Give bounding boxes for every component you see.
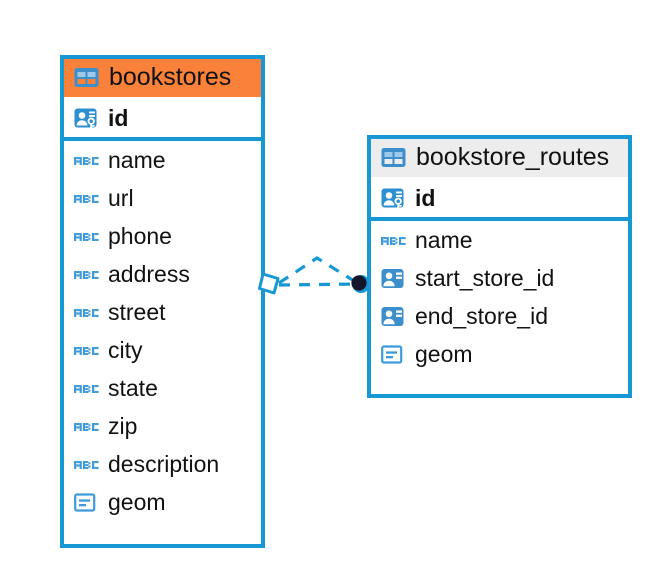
field-row-description[interactable]: description: [64, 445, 261, 483]
field-name: zip: [108, 412, 138, 439]
entity-bookstore-routes[interactable]: bookstore_routes id: [367, 135, 632, 398]
abc-text-icon: [74, 384, 99, 393]
field-row-state[interactable]: state: [64, 369, 261, 407]
abc-text-icon: [74, 232, 99, 241]
abc-text-icon: [74, 460, 99, 469]
primary-key-icon: [74, 108, 97, 129]
field-list-bookstores: id name: [64, 97, 261, 525]
field-row-id[interactable]: id: [64, 99, 261, 137]
field-name: state: [108, 374, 158, 401]
field-name: name: [415, 226, 473, 253]
field-row-name[interactable]: name: [64, 141, 261, 179]
diamond-marker: [258, 272, 280, 295]
foreign-key-icon: [381, 306, 404, 326]
primary-key-divider: [64, 137, 261, 141]
filled-circle-marker: [351, 275, 367, 291]
field-row-end-store-id[interactable]: end_store_id: [371, 297, 628, 335]
field-row-phone[interactable]: phone: [64, 217, 261, 255]
field-row-start-store-id[interactable]: start_store_id: [371, 259, 628, 297]
field-name: address: [108, 260, 190, 287]
field-name: city: [108, 336, 143, 363]
primary-key-icon: [381, 188, 404, 209]
abc-text-icon: [74, 194, 99, 203]
abc-text-icon: [74, 270, 99, 279]
field-row-geom[interactable]: geom: [64, 483, 261, 521]
geometry-icon: [74, 492, 96, 512]
entity-bookstores[interactable]: bookstores id: [60, 55, 265, 548]
field-list-bookstore-routes: id name: [371, 177, 628, 377]
abc-text-icon: [74, 422, 99, 431]
field-name: end_store_id: [415, 302, 548, 329]
field-row-address[interactable]: address: [64, 255, 261, 293]
relationship-line-upper: [278, 256, 360, 286]
field-row-url[interactable]: url: [64, 179, 261, 217]
field-name: phone: [108, 222, 172, 249]
field-name: name: [108, 146, 166, 173]
entity-header-bookstore-routes[interactable]: bookstore_routes: [371, 139, 628, 177]
field-row-street[interactable]: street: [64, 293, 261, 331]
entity-header-bookstores[interactable]: bookstores: [64, 59, 261, 97]
entity-title: bookstores: [109, 63, 232, 91]
foreign-key-icon: [381, 268, 404, 288]
field-name: street: [108, 298, 166, 325]
field-name: url: [108, 184, 134, 211]
abc-text-icon: [381, 236, 406, 245]
field-name: description: [108, 450, 220, 477]
field-name: start_store_id: [415, 264, 555, 291]
field-name: id: [415, 184, 436, 211]
field-row-name[interactable]: name: [371, 221, 628, 259]
relationship-connector[interactable]: [255, 243, 385, 323]
field-row-id[interactable]: id: [371, 179, 628, 217]
abc-text-icon: [74, 156, 99, 165]
primary-key-divider: [371, 217, 628, 221]
table-grid-icon: [74, 68, 99, 87]
table-grid-icon: [381, 148, 406, 167]
abc-text-icon: [74, 308, 99, 317]
relationship-line-lower: [278, 282, 360, 287]
field-name: id: [108, 104, 129, 131]
entity-title: bookstore_routes: [416, 143, 610, 171]
field-row-zip[interactable]: zip: [64, 407, 261, 445]
field-name: geom: [108, 488, 166, 515]
field-name: geom: [415, 340, 473, 367]
abc-text-icon: [74, 346, 99, 355]
field-row-geom[interactable]: geom: [371, 335, 628, 373]
field-row-city[interactable]: city: [64, 331, 261, 369]
geometry-icon: [381, 344, 403, 364]
